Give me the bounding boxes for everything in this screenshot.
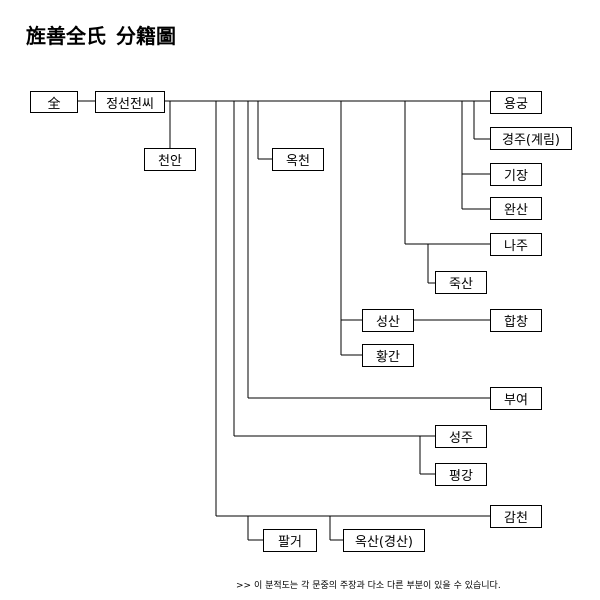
node-hwanggan: 황간 xyxy=(362,344,414,367)
node-pyeonggang: 평강 xyxy=(435,463,487,486)
footnote: >> 이 분적도는 각 문중의 주장과 다소 다른 부분이 있을 수 있습니다. xyxy=(236,581,501,591)
node-naju: 나주 xyxy=(490,233,542,256)
node-seongsan: 성산 xyxy=(362,309,414,332)
title-main: 旌善全氏 xyxy=(26,24,106,48)
node-buyeo: 부여 xyxy=(490,387,542,410)
node-gamcheon: 감천 xyxy=(490,505,542,528)
node-jeongseon: 정선전씨 xyxy=(95,91,165,113)
node-seongju: 성주 xyxy=(435,425,487,448)
node-gijang: 기장 xyxy=(490,163,542,186)
node-gyeongju: 경주(계림) xyxy=(490,127,572,150)
node-oksan: 옥산(경산) xyxy=(343,529,425,552)
title-sub: 分籍圖 xyxy=(116,24,176,48)
node-hapchang: 합창 xyxy=(490,309,542,332)
node-jeon: 全 xyxy=(30,91,78,113)
node-cheonan: 천안 xyxy=(144,148,196,171)
node-yonggung: 용궁 xyxy=(490,91,542,114)
node-wansan: 완산 xyxy=(490,197,542,220)
page-title: 旌善全氏分籍圖 xyxy=(26,20,176,49)
node-palgeo: 팔거 xyxy=(263,529,317,552)
node-juksan: 죽산 xyxy=(435,271,487,294)
node-okcheon: 옥천 xyxy=(272,148,324,171)
